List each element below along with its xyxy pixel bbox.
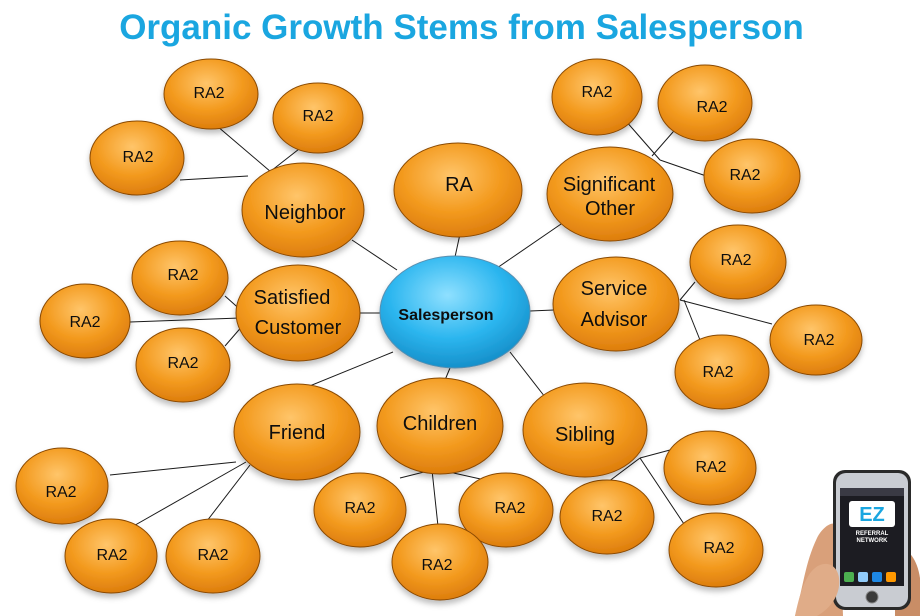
node-friend: Friend: [233, 383, 361, 481]
leaf-nodes: RA2 RA2 RA2 RA2 RA2 RA2 RA2 RA2: [15, 58, 863, 601]
leaf-label: RA2: [167, 267, 198, 284]
node-significant-other-label-1: Significant: [563, 174, 656, 196]
leaf-node: RA2: [165, 518, 261, 594]
leaf-label: RA2: [720, 252, 751, 269]
logo-line-1: REFERRAL: [856, 531, 889, 537]
leaf-label: RA2: [702, 364, 733, 381]
node-service-advisor-label-2: Advisor: [581, 309, 648, 331]
edge-friend-leaf: [129, 461, 247, 529]
edge-center-neighbor: [351, 239, 398, 271]
node-salesperson: Salesperson: [379, 255, 531, 369]
edge-center-sibling: [509, 351, 546, 398]
edge-advisor-leaf: [683, 299, 703, 346]
node-sibling-label: Sibling: [555, 424, 615, 446]
leaf-label: RA2: [581, 84, 612, 101]
leaf-node: RA2: [663, 430, 757, 506]
node-friend-label: Friend: [269, 422, 326, 444]
leaf-node: RA2: [135, 327, 231, 403]
edge-sibling-leaf: [639, 449, 671, 459]
leaf-node: RA2: [668, 512, 764, 588]
leaf-label: RA2: [696, 99, 727, 116]
leaf-node: RA2: [131, 240, 229, 316]
node-children: Children: [376, 377, 504, 475]
leaf-node: RA2: [674, 334, 770, 410]
edge-center-service-advisor: [529, 309, 555, 312]
leaf-label: RA2: [695, 459, 726, 476]
leaf-node: RA2: [313, 472, 407, 548]
leaf-node: RA2: [272, 82, 364, 154]
leaf-label: RA2: [96, 547, 127, 564]
leaf-label: RA2: [167, 355, 198, 372]
node-satisfied-customer-label-1: Satisfied: [254, 287, 331, 309]
home-button-icon: [865, 590, 879, 604]
node-service-advisor: Service Advisor: [552, 256, 680, 352]
edge-advisor-leaf: [679, 299, 773, 325]
node-children-label: Children: [403, 413, 477, 435]
edge-neighbor-leaf: [209, 119, 279, 179]
diagram-title: Organic Growth Stems from Salesperson: [119, 8, 804, 47]
edge-advisor-leaf: [679, 281, 696, 301]
leaf-label: RA2: [45, 484, 76, 501]
leaf-label: RA2: [302, 108, 333, 125]
leaf-label: RA2: [591, 508, 622, 525]
leaf-node: RA2: [769, 304, 863, 376]
leaf-node: RA2: [689, 224, 787, 300]
node-significant-other-label-2: Other: [585, 198, 635, 220]
leaf-label: RA2: [344, 500, 375, 517]
edge-center-significant-other: [496, 221, 565, 269]
leaf-label: RA2: [494, 500, 525, 517]
connectors: [109, 119, 773, 546]
logo-line-2: NETWORK: [857, 538, 889, 544]
leaf-label: RA2: [122, 149, 153, 166]
edge-significant-other-leaf: [659, 159, 713, 179]
leaf-node: RA2: [703, 138, 801, 214]
leaf-node: RA2: [39, 283, 131, 359]
leaf-node: RA2: [551, 58, 643, 136]
leaf-node: RA2: [559, 479, 655, 555]
leaf-node: RA2: [89, 120, 185, 196]
leaf-node: RA2: [657, 64, 753, 142]
node-neighbor-label: Neighbor: [264, 202, 346, 224]
node-significant-other: Significant Other: [546, 146, 674, 242]
leaf-label: RA2: [703, 540, 734, 557]
ez-referral-phone-logo: EZ REFERRAL NETWORK: [795, 470, 920, 616]
edge-center-ra: [454, 233, 461, 258]
leaf-label: RA2: [803, 332, 834, 349]
leaf-node: RA2: [64, 518, 158, 594]
node-satisfied-customer: Satisfied Customer: [235, 264, 361, 362]
edge-friend-leaf: [109, 461, 237, 476]
edge-neighbor-leaf: [179, 175, 249, 181]
node-salesperson-label: Salesperson: [398, 307, 493, 324]
leaf-label: RA2: [69, 314, 100, 331]
node-ra-label: RA: [445, 174, 473, 196]
edge-customer-leaf: [129, 317, 241, 323]
leaf-label: RA2: [197, 547, 228, 564]
logo-mark: EZ: [859, 504, 885, 526]
node-satisfied-customer-label-2: Customer: [255, 317, 342, 339]
leaf-node: RA2: [163, 58, 259, 130]
leaf-label: RA2: [729, 167, 760, 184]
main-nodes: Neighbor RA Significant Other Satisfied …: [233, 142, 680, 481]
node-service-advisor-label-1: Service: [581, 278, 648, 300]
node-ra: RA: [393, 142, 523, 238]
leaf-label: RA2: [421, 557, 452, 574]
leaf-node: RA2: [391, 523, 489, 601]
leaf-label: RA2: [193, 85, 224, 102]
leaf-node: RA2: [15, 447, 109, 525]
node-neighbor: Neighbor: [241, 162, 365, 258]
edge-sibling-leaf: [639, 457, 691, 534]
leaf-node: RA2: [458, 472, 554, 548]
node-sibling: Sibling: [522, 382, 648, 478]
